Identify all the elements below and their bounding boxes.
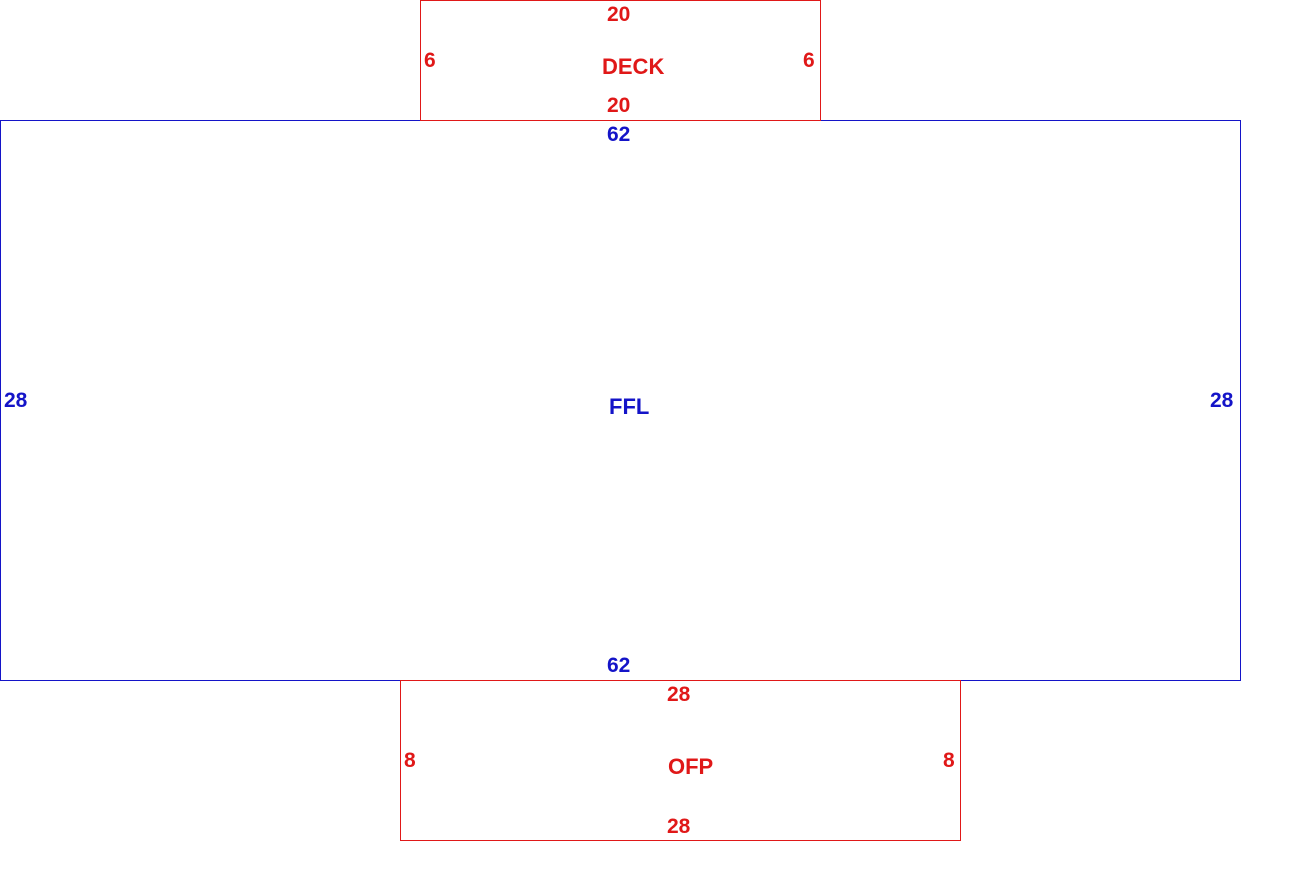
- ofp-left-dimension: 8: [404, 749, 416, 772]
- deck-top-dimension: 20: [607, 3, 631, 26]
- ffl-top-dimension: 62: [607, 123, 631, 146]
- ofp-area: [400, 680, 961, 841]
- deck-bottom-dimension: 20: [607, 94, 631, 117]
- ffl-left-dimension: 28: [4, 389, 28, 412]
- deck-left-dimension: 6: [424, 49, 436, 72]
- ffl-right-dimension: 28: [1210, 389, 1234, 412]
- ffl-bottom-dimension: 62: [607, 654, 631, 677]
- ofp-label: OFP: [668, 754, 714, 779]
- ofp-right-dimension: 8: [943, 749, 955, 772]
- deck-area: [420, 0, 821, 121]
- deck-label: DECK: [602, 54, 665, 79]
- ofp-top-dimension: 28: [667, 683, 691, 706]
- deck-right-dimension: 6: [803, 49, 815, 72]
- ffl-label: FFL: [609, 394, 650, 419]
- ofp-bottom-dimension: 28: [667, 815, 691, 838]
